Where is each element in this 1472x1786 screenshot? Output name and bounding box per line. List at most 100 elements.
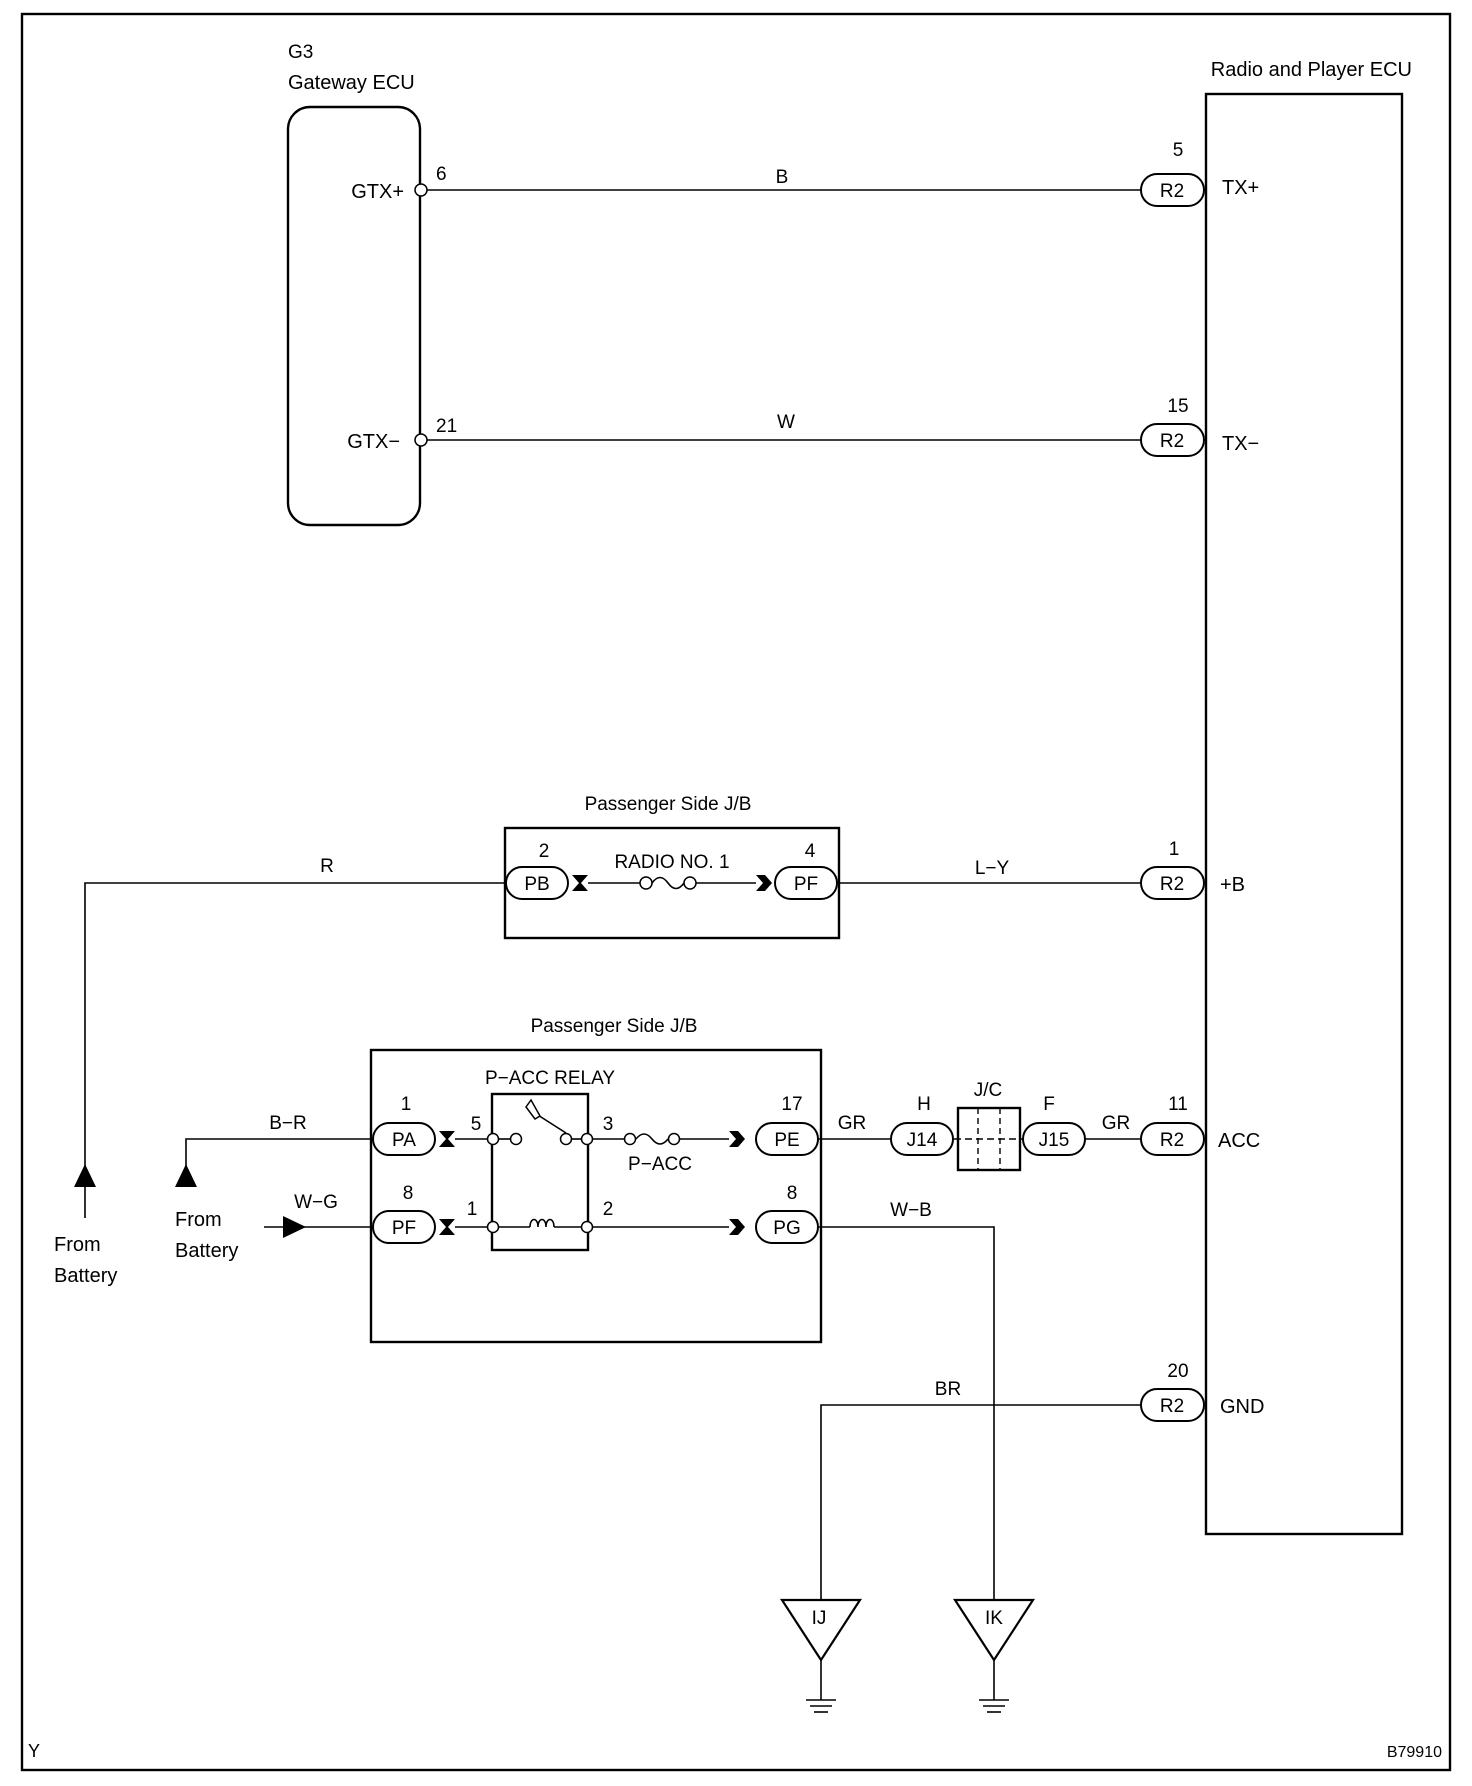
relay-contact (559, 1132, 573, 1146)
battery-label-line1: From (54, 1234, 101, 1256)
wire-color-label: W (777, 412, 795, 433)
fuse-p-acc-symbol (635, 1133, 669, 1145)
relay-pin-5: 5 (471, 1114, 482, 1135)
wire-relay-feed (185, 1138, 373, 1168)
relay-coil-symbol (529, 1218, 555, 1228)
radio-connector-acc: R2 11 ACC (1140, 1094, 1260, 1156)
ground-label: IK (985, 1608, 1003, 1629)
battery-arrow (175, 1164, 197, 1187)
gateway-pin-num-6: 6 (436, 164, 447, 185)
ground-triangle (952, 1598, 1036, 1663)
battery-label-line2: Battery (175, 1240, 238, 1262)
relay-pin-2: 2 (603, 1199, 614, 1220)
relay-pin-1: 1 (467, 1199, 478, 1220)
gateway-title: Gateway ECU (288, 72, 415, 94)
connector-arrow-in (439, 1131, 455, 1147)
fuse-terminal (639, 876, 653, 890)
connector-arrow-out (729, 1131, 745, 1147)
j14-connector-label: J14 (907, 1130, 938, 1151)
wire-color-label: R (320, 856, 334, 877)
pf-coil-connector-label: PF (392, 1218, 416, 1239)
pe-connector-label: PE (774, 1130, 799, 1151)
pa-pin-num: 1 (401, 1094, 412, 1115)
r2-connector-label: R2 (1160, 1130, 1184, 1151)
wire-color-label: B−R (269, 1113, 307, 1134)
radio-pin-num: 5 (1173, 140, 1184, 161)
pb-connector-label: PB (524, 874, 549, 895)
jb-upper-title: Passenger Side J/B (585, 794, 752, 815)
pg-connector-label: PG (773, 1218, 800, 1239)
j14-pin-label: H (917, 1094, 931, 1115)
r2-connector-label: R2 (1160, 1396, 1184, 1417)
gateway-pin-label-gtx-plus: GTX+ (351, 181, 404, 203)
radio-ecu-title: Radio and Player ECU (1211, 59, 1412, 81)
wire-color-label: GR (1102, 1113, 1131, 1134)
radio-connector-plus-b: R2 1 +B (1140, 839, 1245, 900)
j15-connector-label: J15 (1039, 1130, 1070, 1151)
wire-coil-ground (818, 1226, 995, 1628)
radio-pin-num: 15 (1167, 396, 1188, 417)
radio-connector-gnd: R2 20 GND (1140, 1361, 1264, 1422)
battery-label-line2: Battery (54, 1265, 117, 1287)
j15-pin-label: F (1043, 1094, 1055, 1115)
radio-pin-num: 20 (1167, 1361, 1188, 1382)
relay-pin-3: 3 (603, 1114, 614, 1135)
diagram-frame (20, 12, 1452, 1772)
connector-arrow-out (729, 1219, 745, 1235)
radio-ecu-box (1204, 92, 1404, 1536)
fuse-radio-no1-symbol (651, 876, 685, 890)
relay-terminal (486, 1132, 500, 1146)
connector-arrow-in (572, 875, 588, 891)
connector-arrow-out (756, 875, 772, 891)
pb-pin-num: 2 (539, 841, 550, 862)
fuse-terminal (623, 1132, 637, 1146)
diagram-code: B79910 (1387, 1744, 1442, 1761)
relay-terminal (486, 1220, 500, 1234)
radio-pin-num: 1 (1169, 839, 1180, 860)
fuse-p-acc-label: P−ACC (628, 1154, 692, 1175)
radio-pin-label: TX+ (1222, 177, 1259, 199)
radio-pin-label: ACC (1218, 1130, 1260, 1152)
junction-block-lower: Passenger Side J/B P−ACC RELAY PA 1 5 PF… (369, 1016, 823, 1344)
relay-contact (509, 1132, 523, 1146)
gateway-pin-num-21: 21 (436, 416, 457, 437)
gateway-pin-label-gtx-minus: GTX− (347, 431, 400, 453)
radio-ecu: Radio and Player ECU (1204, 59, 1412, 1536)
fuse-radio-no1-label: RADIO NO. 1 (614, 852, 729, 873)
radio-pin-num: 11 (1168, 1094, 1188, 1115)
relay-label: P−ACC RELAY (485, 1068, 615, 1089)
wire-color-label: W−G (294, 1192, 338, 1213)
jb-lower-title: Passenger Side J/B (531, 1016, 698, 1037)
gateway-box (286, 105, 422, 527)
pg-pin-num: 8 (787, 1183, 798, 1204)
signal-arrow (283, 1216, 306, 1238)
wire-color-label: GR (838, 1113, 867, 1134)
connector-arrow-in (439, 1219, 455, 1235)
pin-terminal (414, 433, 428, 447)
r2-connector-label: R2 (1160, 431, 1184, 452)
pa-connector-label: PA (392, 1130, 416, 1151)
corner-label-left: Y (28, 1741, 40, 1761)
gateway-ecu: G3 Gateway ECU GTX+ 6 GTX− 21 (286, 42, 457, 527)
fuse-terminal (683, 876, 697, 890)
wire-color-label: BR (935, 1379, 961, 1400)
pf-coil-pin-num: 8 (403, 1183, 414, 1204)
relay-terminal (580, 1132, 594, 1146)
wire-color-label: W−B (890, 1200, 932, 1221)
radio-pin-label: +B (1220, 874, 1245, 896)
pin-terminal (414, 183, 428, 197)
ground-label: IJ (812, 1608, 827, 1629)
ground-point-ik: IK (952, 1598, 1036, 1713)
ground-point-ij: IJ (779, 1598, 863, 1713)
radio-pin-label: TX− (1222, 433, 1259, 455)
j14-connector (890, 1122, 954, 1156)
ground-triangle (779, 1598, 863, 1663)
pe-pin-num: 17 (781, 1094, 802, 1115)
wire-color-label: L−Y (975, 858, 1010, 879)
relay-terminal (580, 1220, 594, 1234)
radio-pin-label: GND (1220, 1396, 1264, 1418)
wire-ground (820, 1404, 1141, 1628)
battery-label-line1: From (175, 1209, 222, 1231)
